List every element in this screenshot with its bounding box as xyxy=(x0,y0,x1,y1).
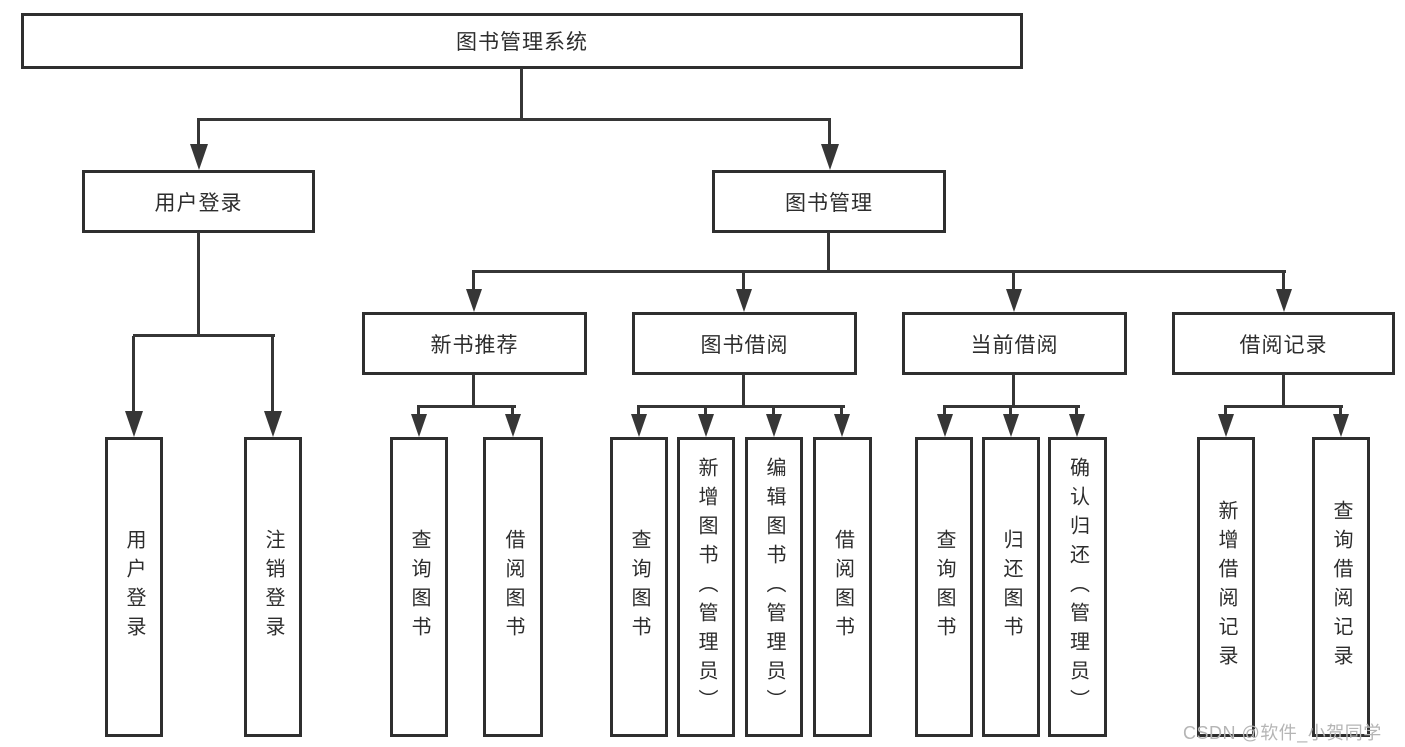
edge-borrow-record-bar xyxy=(1224,405,1343,408)
node-borrow-record-label: 借阅记录 xyxy=(1239,333,1328,357)
edge-to-leaf xyxy=(511,407,514,415)
node-root-label: 图书管理系统 xyxy=(456,31,588,54)
leaf-query-borrow-record: 查询借阅记录 xyxy=(1312,437,1370,737)
leaf-confirm-return-admin: 确认归还（管理员） xyxy=(1048,437,1107,737)
arrow-down-icon xyxy=(1333,414,1349,437)
edge-to-leaf xyxy=(1224,407,1227,415)
leaf-query-borrow-record-label: 查询借阅记录 xyxy=(1330,500,1352,674)
edge-book-borrow-bar xyxy=(637,405,845,408)
edge-user-login-stem xyxy=(197,232,200,336)
edge-current-borrow-bar xyxy=(943,405,1080,408)
leaf-edit-book-admin: 编辑图书（管理员） xyxy=(745,437,803,737)
edge-to-borrow-record xyxy=(1282,272,1285,290)
node-current-borrow: 当前借阅 xyxy=(902,312,1127,375)
edge-to-leaf xyxy=(772,407,775,415)
leaf-return-book-label: 归还图书 xyxy=(1000,529,1022,645)
leaf-borrow-book-label: 借阅图书 xyxy=(831,529,854,645)
arrow-down-icon xyxy=(125,411,143,437)
edge-recommend-stem xyxy=(472,374,475,407)
arrow-down-icon xyxy=(1218,414,1234,437)
leaf-recommend-borrow-book-label: 借阅图书 xyxy=(502,529,524,645)
node-user-login-group-label: 用户登录 xyxy=(154,191,243,215)
arrow-down-icon xyxy=(937,414,953,437)
leaf-recommend-query-book-label: 查询图书 xyxy=(408,529,430,645)
arrow-down-icon xyxy=(821,144,839,170)
arrow-down-icon xyxy=(190,144,208,170)
csdn-watermark: CSDN @软件_小贺同学 xyxy=(1183,723,1382,743)
leaf-add-borrow-record-label: 新增借阅记录 xyxy=(1215,500,1237,674)
edge-book-management-bar xyxy=(472,270,1286,273)
leaf-logout: 注销登录 xyxy=(244,437,302,737)
edge-to-user-login-group xyxy=(197,120,200,148)
arrow-down-icon xyxy=(466,289,482,312)
edge-to-leaf xyxy=(1339,407,1342,415)
leaf-add-borrow-record: 新增借阅记录 xyxy=(1197,437,1255,737)
arrow-down-icon xyxy=(766,414,782,437)
leaf-current-query-book-label: 查询图书 xyxy=(933,529,955,645)
edge-to-leaf-logout xyxy=(271,336,274,412)
node-borrow-record: 借阅记录 xyxy=(1172,312,1395,375)
arrow-down-icon xyxy=(411,414,427,437)
edge-to-leaf xyxy=(1009,407,1012,415)
arrow-down-icon xyxy=(736,289,752,312)
edge-book-borrow-stem xyxy=(742,374,745,407)
edge-to-leaf xyxy=(840,407,843,415)
leaf-logout-label: 注销登录 xyxy=(262,529,284,645)
edge-root-bar xyxy=(197,118,831,121)
node-root: 图书管理系统 xyxy=(21,13,1023,69)
node-new-book-recommend-label: 新书推荐 xyxy=(430,333,519,357)
edge-recommend-bar xyxy=(417,405,516,408)
edge-to-leaf xyxy=(704,407,707,415)
edge-root-stem xyxy=(520,68,523,120)
node-book-borrow: 图书借阅 xyxy=(632,312,857,375)
node-book-management-label: 图书管理 xyxy=(785,191,873,215)
edge-to-leaf xyxy=(943,407,946,415)
edge-to-leaf xyxy=(417,407,420,415)
arrow-down-icon xyxy=(698,414,714,437)
node-user-login-group: 用户登录 xyxy=(82,170,315,233)
leaf-return-book: 归还图书 xyxy=(982,437,1040,737)
leaf-add-book-admin: 新增图书（管理员） xyxy=(677,437,735,737)
node-book-management: 图书管理 xyxy=(712,170,946,233)
leaf-add-book-admin-label: 新增图书（管理员） xyxy=(695,456,717,718)
leaf-user-login-label: 用户登录 xyxy=(123,529,145,645)
edge-book-management-stem xyxy=(827,232,830,272)
leaf-borrow-query-book: 查询图书 xyxy=(610,437,668,737)
arrow-down-icon xyxy=(1069,414,1085,437)
leaf-user-login: 用户登录 xyxy=(105,437,163,737)
leaf-recommend-borrow-book: 借阅图书 xyxy=(483,437,543,737)
arrow-down-icon xyxy=(505,414,521,437)
arrow-down-icon xyxy=(1003,414,1019,437)
edge-to-book-borrow xyxy=(742,272,745,290)
arrow-down-icon xyxy=(834,414,850,437)
leaf-confirm-return-admin-label: 确认归还（管理员） xyxy=(1066,456,1089,718)
leaf-current-query-book: 查询图书 xyxy=(915,437,973,737)
edge-borrow-record-stem xyxy=(1282,374,1285,407)
edge-to-new-book-recommend xyxy=(472,272,475,290)
edge-to-book-management xyxy=(828,120,831,148)
edge-to-current-borrow xyxy=(1012,272,1015,290)
leaf-borrow-query-book-label: 查询图书 xyxy=(628,529,650,645)
leaf-borrow-book: 借阅图书 xyxy=(813,437,872,737)
arrow-down-icon xyxy=(1006,289,1022,312)
edge-to-leaf xyxy=(1075,407,1078,415)
arrow-down-icon xyxy=(631,414,647,437)
edge-current-borrow-stem xyxy=(1012,374,1015,407)
leaf-edit-book-admin-label: 编辑图书（管理员） xyxy=(763,456,785,718)
edge-user-login-bar xyxy=(133,334,275,337)
edge-to-leaf xyxy=(637,407,640,415)
arrow-down-icon xyxy=(1276,289,1292,312)
node-current-borrow-label: 当前借阅 xyxy=(970,333,1059,357)
arrow-down-icon xyxy=(264,411,282,437)
node-book-borrow-label: 图书借阅 xyxy=(700,333,789,357)
node-new-book-recommend: 新书推荐 xyxy=(362,312,587,375)
edge-to-leaf-user-login xyxy=(132,336,135,412)
leaf-recommend-query-book: 查询图书 xyxy=(390,437,448,737)
